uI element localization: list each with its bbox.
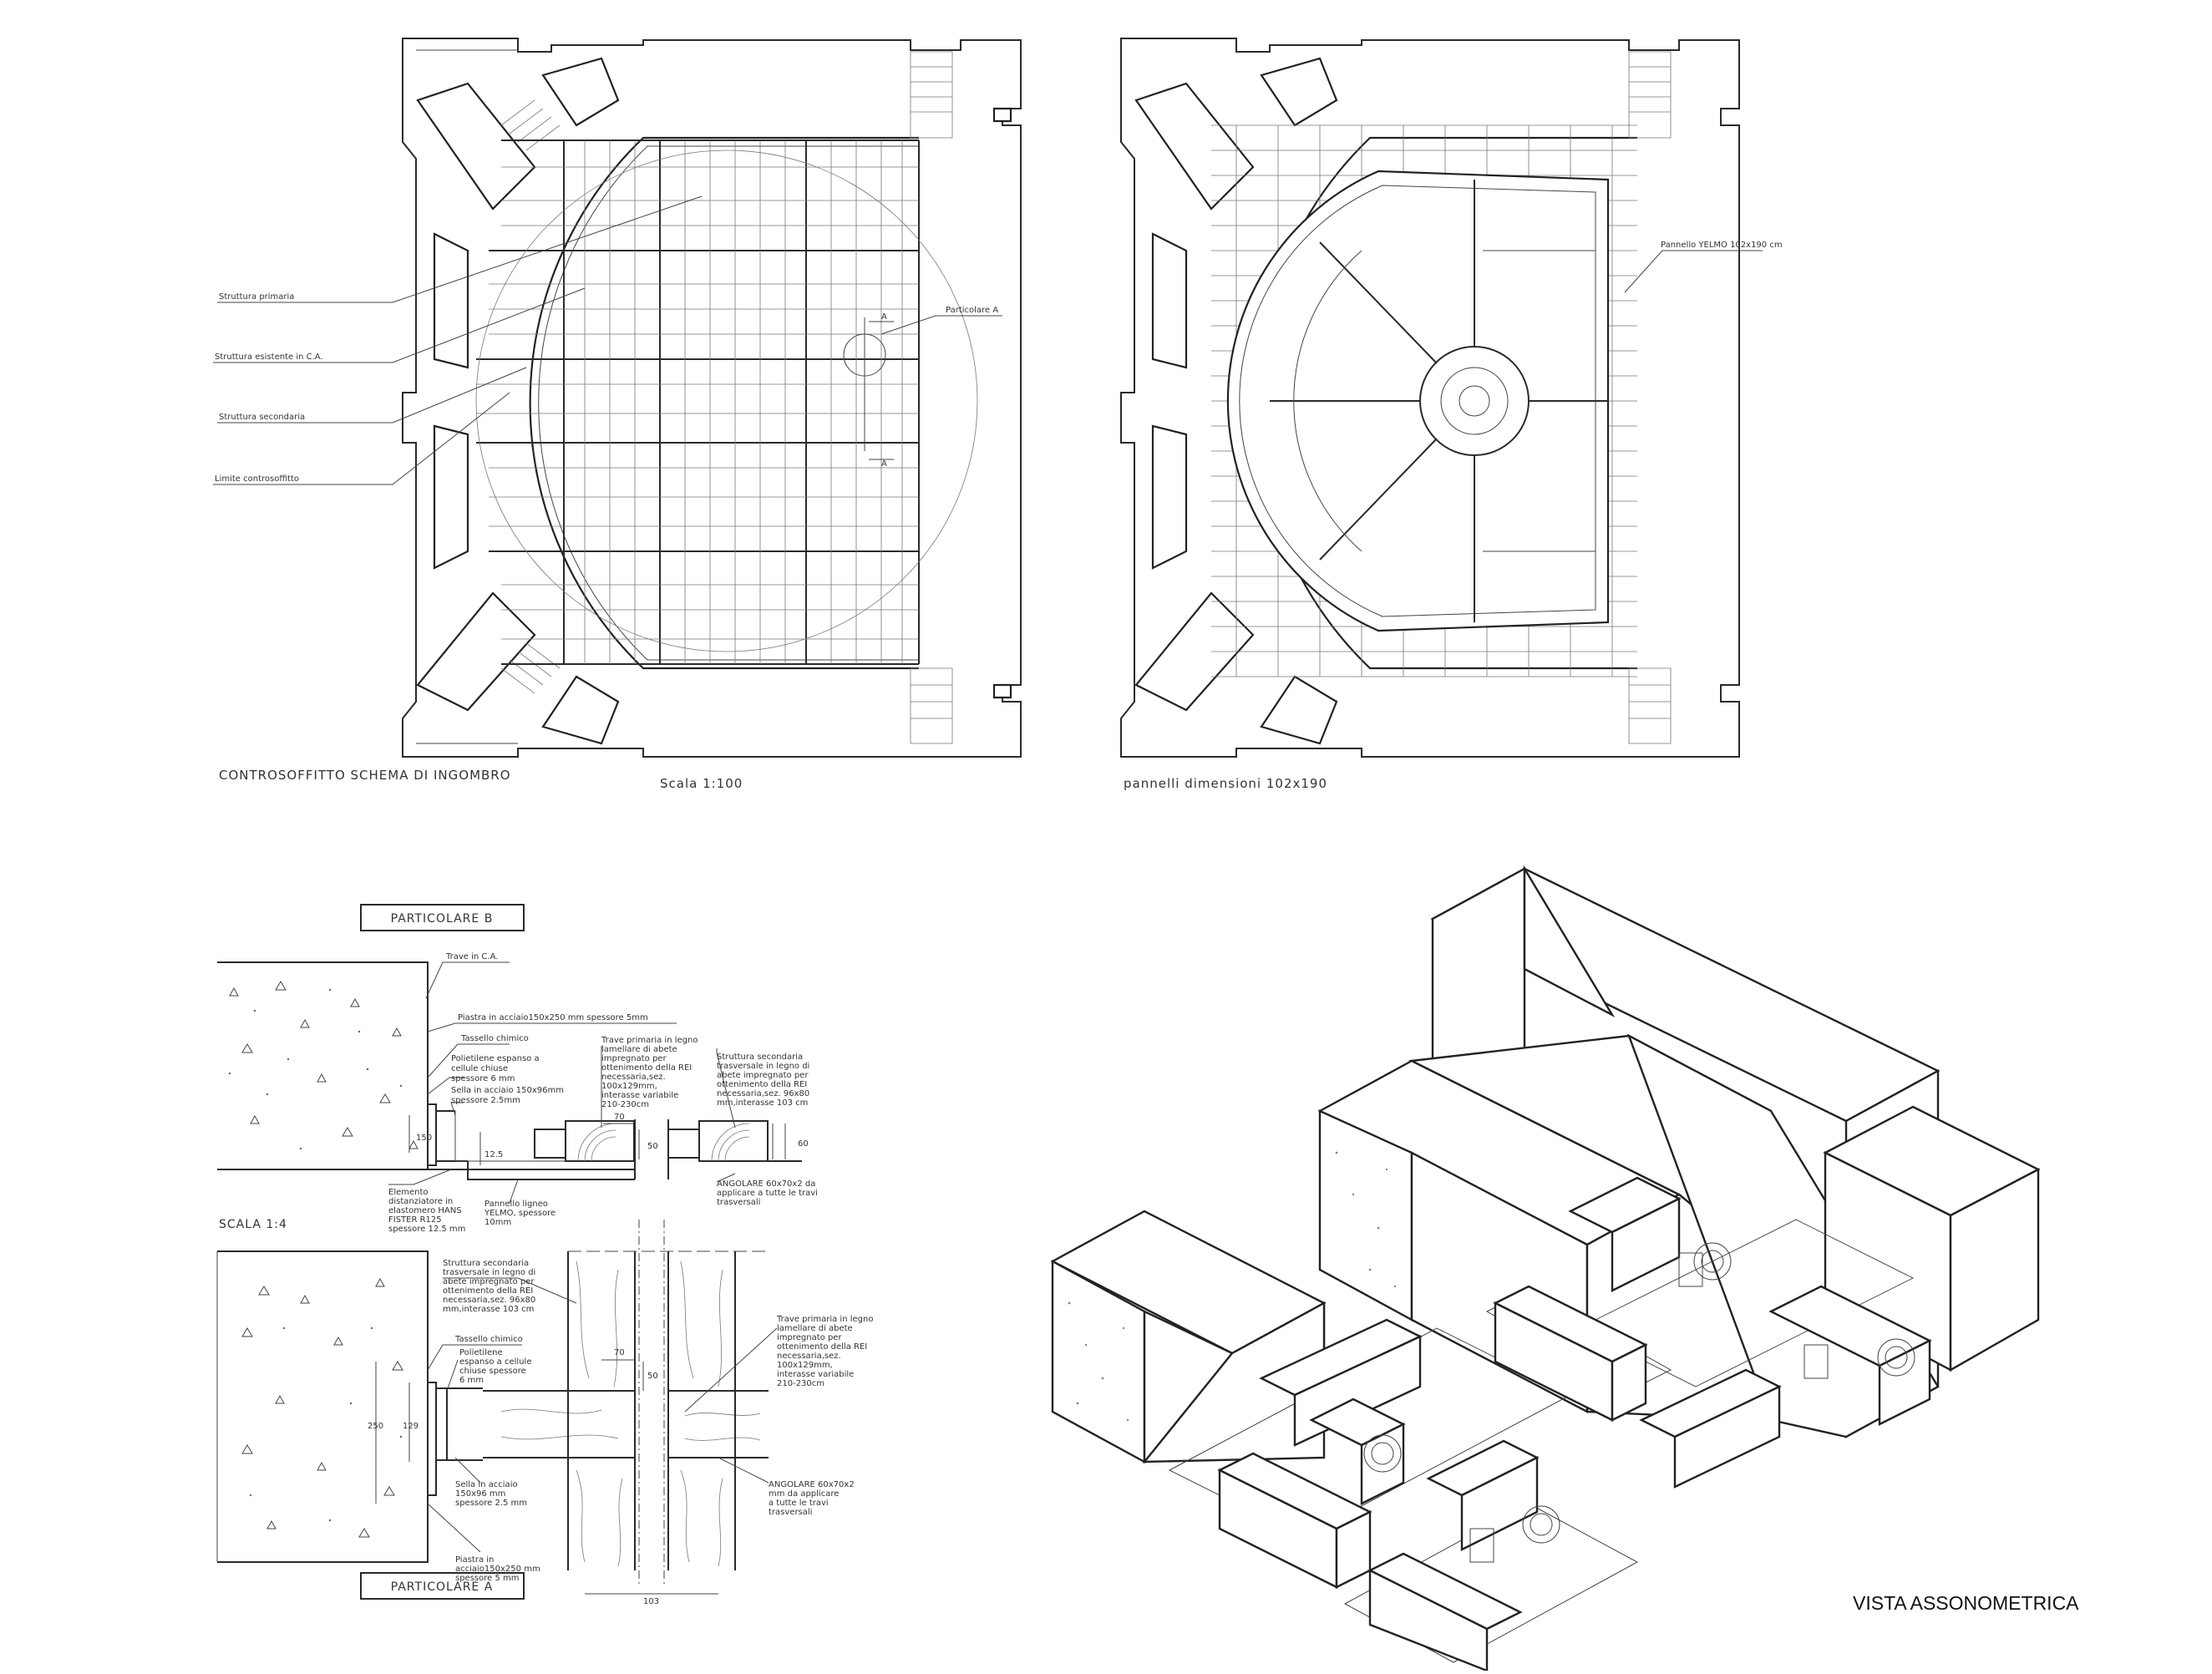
panel-leader	[1624, 250, 1763, 293]
dim-a-50: 50	[647, 1372, 658, 1381]
b-note-primary-3: ottenimento della REI	[601, 1063, 692, 1073]
b-note-secondary-2: abete impregnato per	[717, 1071, 809, 1080]
a-note-saddle-0: Sella in acciaio	[455, 1480, 518, 1489]
axo-title: VISTA ASSONOMETRICA	[1853, 1592, 2079, 1614]
dim-b-150: 150	[416, 1134, 432, 1143]
a-note-secondary-0: Struttura secondaria	[443, 1259, 529, 1268]
b-note-spacer-2: elastomero HANS	[388, 1206, 462, 1215]
a-note-saddle-2: spessore 2.5 mm	[455, 1499, 527, 1508]
b-note-secondary-4: necessaria,sez. 96x80	[717, 1089, 809, 1098]
dim-b-50: 50	[647, 1142, 658, 1151]
dim-b-12: 12.5	[485, 1150, 503, 1159]
a-note-plate-0: Piastra in	[455, 1555, 494, 1565]
a-note-plate-1: acciaio150x250 mm	[455, 1565, 540, 1574]
b-note-spacer-0: Elemento	[388, 1188, 429, 1197]
a-note-primary-5: 100x129mm,	[777, 1361, 833, 1370]
a-note-primary-1: lamellare di abete	[777, 1324, 853, 1333]
b-note-saddle-1: spessore 2.5mm	[451, 1096, 520, 1105]
plan-right-caption: pannelli dimensioni 102x190	[1124, 776, 1327, 791]
a-note-plate-2: spessore 5 mm	[455, 1574, 520, 1583]
b-note-spacer-3: FISTER R125	[388, 1215, 442, 1225]
a-note-primary-4: necessaria,sez.	[777, 1352, 841, 1361]
b-note-primary-7: 210-230cm	[601, 1100, 649, 1109]
dim-a-70: 70	[614, 1348, 625, 1357]
detail-b-title: PARTICOLARE B	[391, 912, 494, 926]
label-detail-a: Particolare A	[946, 306, 998, 315]
b-note-panel-0: Pannello ligneo	[485, 1200, 548, 1209]
b-note-panel-2: 10mm	[485, 1218, 511, 1227]
scale-label: Scala 1:100	[660, 776, 743, 791]
b-note-primary-6: interasse variabile	[601, 1091, 678, 1100]
b-note-angle-1: applicare a tutte le travi	[717, 1189, 818, 1198]
b-note-foam-0: Polietilene espanso a	[451, 1054, 540, 1063]
plan-right	[1120, 38, 1740, 758]
a-note-secondary-3: ottenimento della REI	[443, 1286, 533, 1296]
label-existing: Struttura esistente in C.A.	[215, 353, 323, 362]
a-note-secondary-5: mm,interasse 103 cm	[443, 1305, 534, 1314]
a-note-angle-2: a tutte le travi	[769, 1499, 829, 1508]
dim-a-129: 129	[403, 1422, 419, 1431]
b-note-primary-1: lamellare di abete	[601, 1045, 677, 1054]
detail-b: PARTICOLARE B	[217, 904, 818, 1234]
plan-left-caption: CONTROSOFFITTO SCHEMA DI INGOMBRO	[219, 768, 511, 783]
b-note-foam-1: cellule chiuse	[451, 1064, 508, 1073]
b-note-angle-0: ANGOLARE 60x70x2 da	[717, 1179, 815, 1189]
a-note-angle-3: trasversali	[769, 1508, 812, 1517]
dim-a-103: 103	[643, 1597, 659, 1606]
panel-label: Pannello YELMO 102x190 cm	[1661, 241, 1783, 250]
a-note-primary-2: impregnato per	[777, 1333, 842, 1342]
dim-b-70: 70	[614, 1113, 625, 1122]
b-note-spacer-1: distanziatore in	[388, 1197, 453, 1206]
a-note-primary-3: ottenimento della REI	[777, 1342, 867, 1352]
a-note-secondary-1: trasversale in legno di	[443, 1268, 535, 1277]
b-note-primary-2: impregnato per	[601, 1054, 667, 1063]
a-note-foam-3: 6 mm	[459, 1376, 484, 1385]
b-note-plate: Piastra in acciaio150x250 mm spessore 5m…	[458, 1013, 648, 1022]
detail-a: 70 50 250 129 103 Struttura secondaria t…	[216, 1220, 873, 1606]
b-note-secondary-3: ottenimento della REI	[717, 1080, 807, 1089]
label-limit: Limite controsoffitto	[215, 474, 299, 484]
label-primary: Struttura primaria	[219, 292, 294, 302]
a-note-saddle-1: 150x96 mm	[455, 1489, 505, 1499]
detail-a-title: PARTICOLARE A	[391, 1580, 494, 1594]
a-note-foam-2: chiuse spessore	[459, 1367, 526, 1376]
b-note-secondary-1: trasversale in legno di	[717, 1062, 809, 1071]
b-note-spacer-4: spessore 12.5 mm	[388, 1225, 465, 1234]
a-note-primary-6: interasse variabile	[777, 1370, 854, 1379]
dim-b-60: 60	[798, 1139, 809, 1149]
b-note-primary-0: Trave primaria in legno	[601, 1036, 698, 1045]
b-note-beam: Trave in C.A.	[445, 952, 498, 961]
a-note-primary-7: 210-230cm	[777, 1379, 824, 1388]
b-note-anchor: Tassello chimico	[460, 1034, 529, 1043]
b-note-panel-1: YELMO, spessore	[484, 1209, 556, 1218]
a-note-foam-0: Polietilene	[459, 1348, 503, 1357]
svg-text:A: A	[881, 312, 887, 322]
label-secondary: Struttura secondaria	[219, 413, 305, 422]
a-note-foam-1: espanso a cellule	[459, 1357, 531, 1367]
b-note-foam-2: spessore 6 mm	[451, 1074, 515, 1083]
a-note-angle-0: ANGOLARE 60x70x2	[769, 1480, 855, 1489]
b-note-angle-2: trasversali	[717, 1198, 760, 1207]
svg-text:A: A	[881, 459, 887, 469]
a-note-secondary-4: necessaria,sez. 96x80	[443, 1296, 535, 1305]
b-note-secondary-0: Struttura secondaria	[717, 1053, 803, 1062]
detail-scale: SCALA 1:4	[219, 1218, 287, 1231]
a-note-primary-0: Trave primaria in legno	[776, 1315, 873, 1324]
b-note-saddle-0: Sella in acciaio 150x96mm	[451, 1086, 564, 1095]
dim-a-250: 250	[368, 1422, 383, 1431]
axonometric-view	[1050, 865, 2041, 1672]
b-note-primary-5: 100x129mm,	[601, 1082, 657, 1091]
a-note-anchor: Tassello chimico	[454, 1335, 523, 1344]
plan-left: A A Struttura primaria Struttura esisten…	[213, 38, 1022, 758]
a-note-angle-1: mm da applicare	[769, 1489, 839, 1499]
b-note-secondary-5: mm,interasse 103 cm	[717, 1098, 808, 1108]
a-note-secondary-2: abete impregnato per	[443, 1277, 535, 1286]
b-note-primary-4: necessaria,sez.	[601, 1073, 666, 1082]
